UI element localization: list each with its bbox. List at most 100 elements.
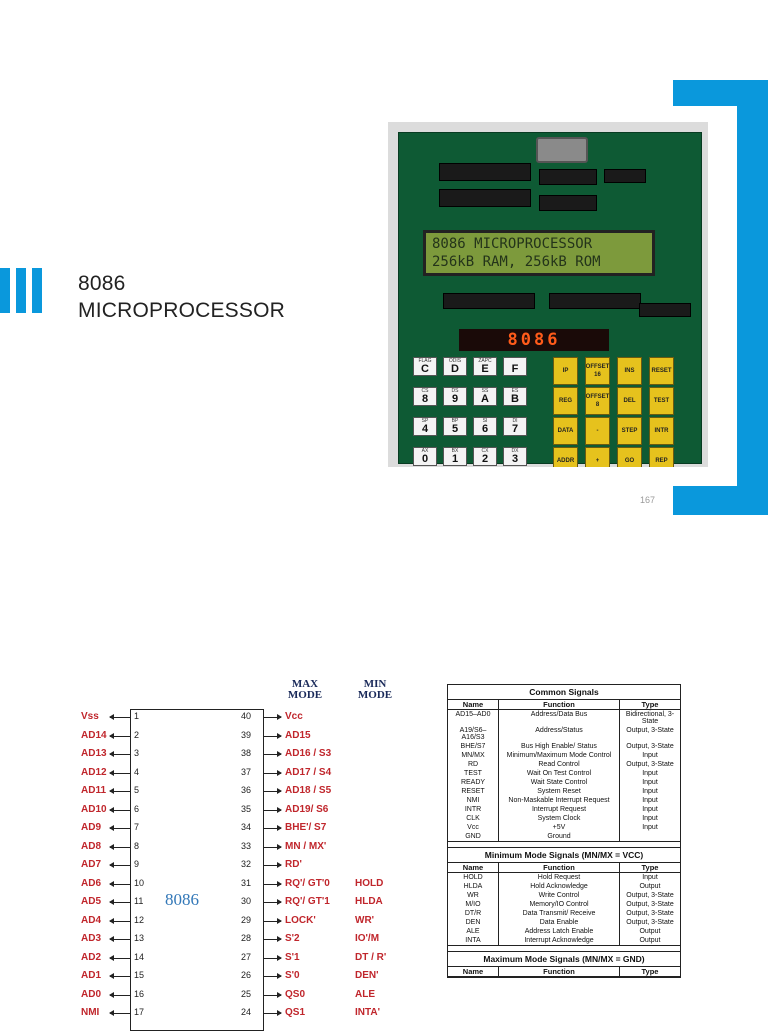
keypad-key-label: 1 bbox=[451, 453, 459, 465]
table-cell: WR bbox=[448, 891, 499, 900]
left-pin-signal: AD13 bbox=[81, 748, 107, 759]
circuit-board: 8086 MICROPROCESSOR 256kB RAM, 256kB ROM… bbox=[398, 132, 702, 467]
ic-chip bbox=[439, 163, 531, 181]
right-pin-max-signal: LOCK' bbox=[285, 914, 316, 926]
table-cell: Address/Status bbox=[499, 726, 620, 742]
right-arrow-icon bbox=[263, 899, 282, 905]
left-pin-number: 1 bbox=[134, 711, 140, 721]
left-pin-signal: Vss bbox=[81, 711, 99, 722]
table-cell: GND bbox=[448, 832, 499, 841]
right-pin-number: 30 bbox=[241, 896, 252, 906]
table-cell: TEST bbox=[448, 769, 499, 778]
right-pin-max-signal: QS0 bbox=[285, 988, 306, 1000]
left-pin-signal: NMI bbox=[81, 1007, 100, 1018]
right-pin-min-signal: HOLD bbox=[355, 877, 384, 889]
right-pin-min-signal: DEN' bbox=[355, 970, 379, 981]
page-number: 167 bbox=[640, 495, 656, 505]
table-cell: Bus High Enable/ Status bbox=[499, 742, 620, 751]
right-pin-number: 32 bbox=[241, 859, 252, 869]
left-pin-signal: AD9 bbox=[81, 822, 102, 833]
function-key: INTR bbox=[649, 417, 674, 445]
left-pin-number: 3 bbox=[134, 748, 140, 758]
slide-title-line2: MICROPROCESSOR bbox=[78, 299, 285, 322]
left-pin-signal: AD14 bbox=[81, 729, 107, 741]
table-cell: Input bbox=[642, 815, 658, 822]
keypad-key-sublabel: AX bbox=[421, 448, 429, 454]
left-pin-signal: AD10 bbox=[81, 803, 107, 815]
right-pin-min-signal: INTA' bbox=[355, 1007, 380, 1018]
left-pin-number: 6 bbox=[134, 803, 140, 814]
keypad-key-label: 0 bbox=[421, 453, 429, 465]
table-cell: +5V bbox=[499, 823, 620, 832]
left-arrow-icon bbox=[109, 1010, 130, 1016]
right-pin-max-signal: S'1 bbox=[285, 951, 300, 963]
function-key: GO bbox=[617, 447, 642, 467]
min-mode-heading: MIN MODE bbox=[357, 678, 393, 701]
lcd-line1: 8086 MICROPROCESSOR bbox=[432, 236, 593, 252]
table-cell: ALE bbox=[448, 927, 499, 936]
left-pin-signal: AD3 bbox=[81, 933, 102, 944]
table-cell: Interrupt Acknowledge bbox=[499, 936, 620, 945]
left-pin-number: 10 bbox=[134, 877, 145, 888]
ic-chip bbox=[539, 195, 597, 211]
left-pin-number: 2 bbox=[134, 729, 140, 740]
right-arrow-icon bbox=[263, 788, 282, 794]
minimum-mode-title: Minimum Mode Signals (MN/MX = VCC) bbox=[448, 847, 680, 863]
left-pin-signal: AD12 bbox=[81, 766, 107, 778]
right-pin-max-signal: AD15 bbox=[285, 729, 311, 741]
table-header-cell: Name bbox=[448, 967, 499, 976]
table-cell: Memory/IO Control bbox=[499, 900, 620, 909]
table-header-cell: Name bbox=[448, 700, 499, 709]
keypad-key-sublabel: SP bbox=[421, 418, 429, 424]
table-cell: Wait On Test Control bbox=[499, 769, 620, 778]
table-cell: HLDA bbox=[448, 882, 499, 891]
lcd-line2: 256kB RAM, 256kB ROM bbox=[432, 254, 601, 270]
right-pin-number: 24 bbox=[241, 1007, 252, 1017]
right-pin-max-signal: AD18 / S5 bbox=[285, 785, 332, 796]
left-pin-number: 16 bbox=[134, 988, 145, 999]
keypad-key-sublabel: DS bbox=[451, 388, 459, 394]
table-cell: Output, 3-State bbox=[626, 910, 674, 917]
keypad-key-sublabel: ES bbox=[511, 388, 519, 394]
left-arrow-icon bbox=[109, 751, 130, 757]
left-arrow-icon bbox=[109, 954, 130, 961]
right-arrow-icon bbox=[263, 751, 282, 757]
keypad-key-label: B bbox=[511, 393, 519, 405]
keypad-key-sublabel: ODIS bbox=[448, 358, 462, 364]
table-cell: Output, 3-State bbox=[626, 761, 674, 768]
table-cell: System Reset bbox=[499, 787, 620, 796]
right-arrow-icon bbox=[263, 732, 282, 739]
keypad-key-label: 7 bbox=[511, 423, 519, 435]
keypad-key-sublabel: CS bbox=[421, 388, 429, 394]
serial-connector bbox=[536, 137, 588, 163]
keypad-key-label: 9 bbox=[451, 393, 459, 405]
right-pin-number: 37 bbox=[241, 766, 252, 777]
keypad-key-sublabel: CX bbox=[481, 448, 489, 454]
left-arrow-icon bbox=[109, 880, 130, 887]
right-pin-max-signal: Vcc bbox=[285, 711, 303, 722]
left-arrow-icon bbox=[109, 917, 130, 924]
table-cell: BHE/S7 bbox=[448, 742, 499, 751]
right-pin-min-signal: ALE bbox=[355, 988, 375, 1000]
table-cell: Output, 3-State bbox=[626, 743, 674, 750]
right-pin-max-signal: RQ'/ GT'1 bbox=[285, 896, 330, 907]
left-pin-number: 17 bbox=[134, 1007, 145, 1017]
keypad-key-label: A bbox=[481, 393, 489, 405]
left-arrow-icon bbox=[109, 732, 130, 739]
